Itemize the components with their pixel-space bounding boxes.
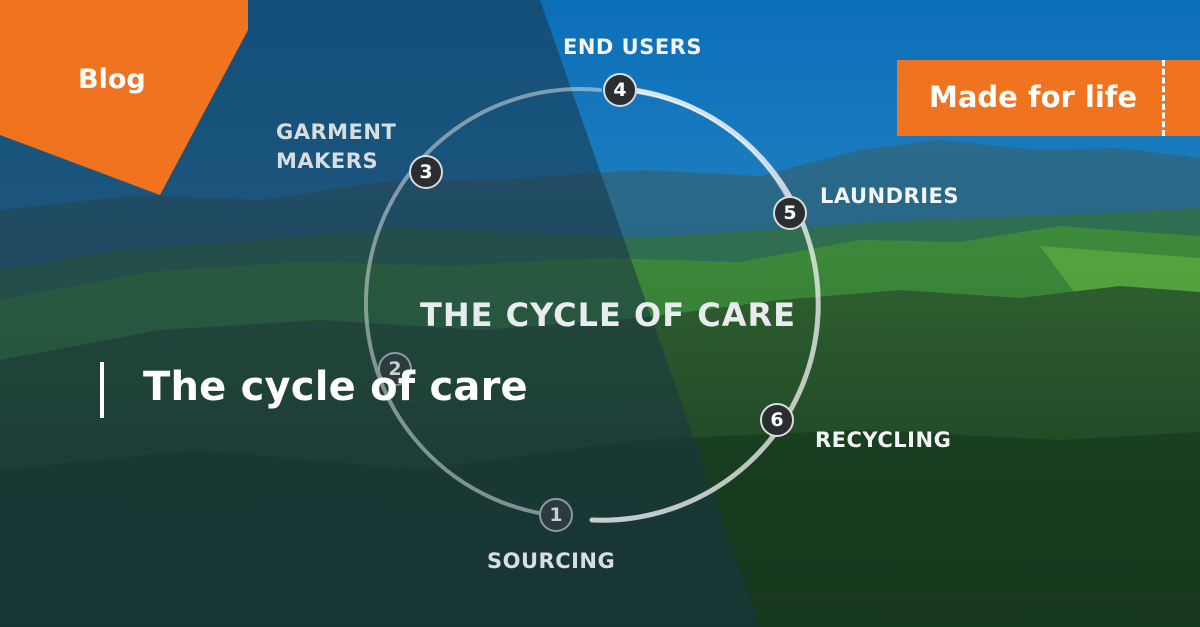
cycle-center-label: THE CYCLE OF CARE bbox=[420, 296, 796, 334]
stage-label-sourcing: SOURCING bbox=[487, 549, 616, 573]
step-6-marker: 6 bbox=[760, 403, 794, 437]
step-4-marker: 4 bbox=[603, 73, 637, 107]
step-3-marker: 3 bbox=[409, 155, 443, 189]
stage-label-laundries: LAUNDRIES bbox=[820, 184, 960, 208]
brand-tag: Made for life bbox=[897, 60, 1200, 136]
stage-label-garment-makers: GARMENT MAKERS bbox=[276, 120, 397, 173]
stage-label-end-users: END USERS bbox=[563, 35, 702, 59]
stage-label-recycling: RECYCLING bbox=[815, 428, 952, 452]
title-accent-bar bbox=[100, 362, 104, 418]
page-title: The cycle of care bbox=[143, 364, 528, 410]
brand-tagline: Made for life bbox=[929, 80, 1138, 114]
step-2-marker: 2 bbox=[378, 352, 412, 386]
step-5-marker: 5 bbox=[773, 196, 807, 230]
step-1-marker: 1 bbox=[539, 498, 573, 532]
brand-tag-dashed-divider bbox=[1162, 60, 1165, 136]
blog-badge-label[interactable]: Blog bbox=[78, 64, 146, 95]
blog-badge-shape bbox=[0, 0, 248, 195]
